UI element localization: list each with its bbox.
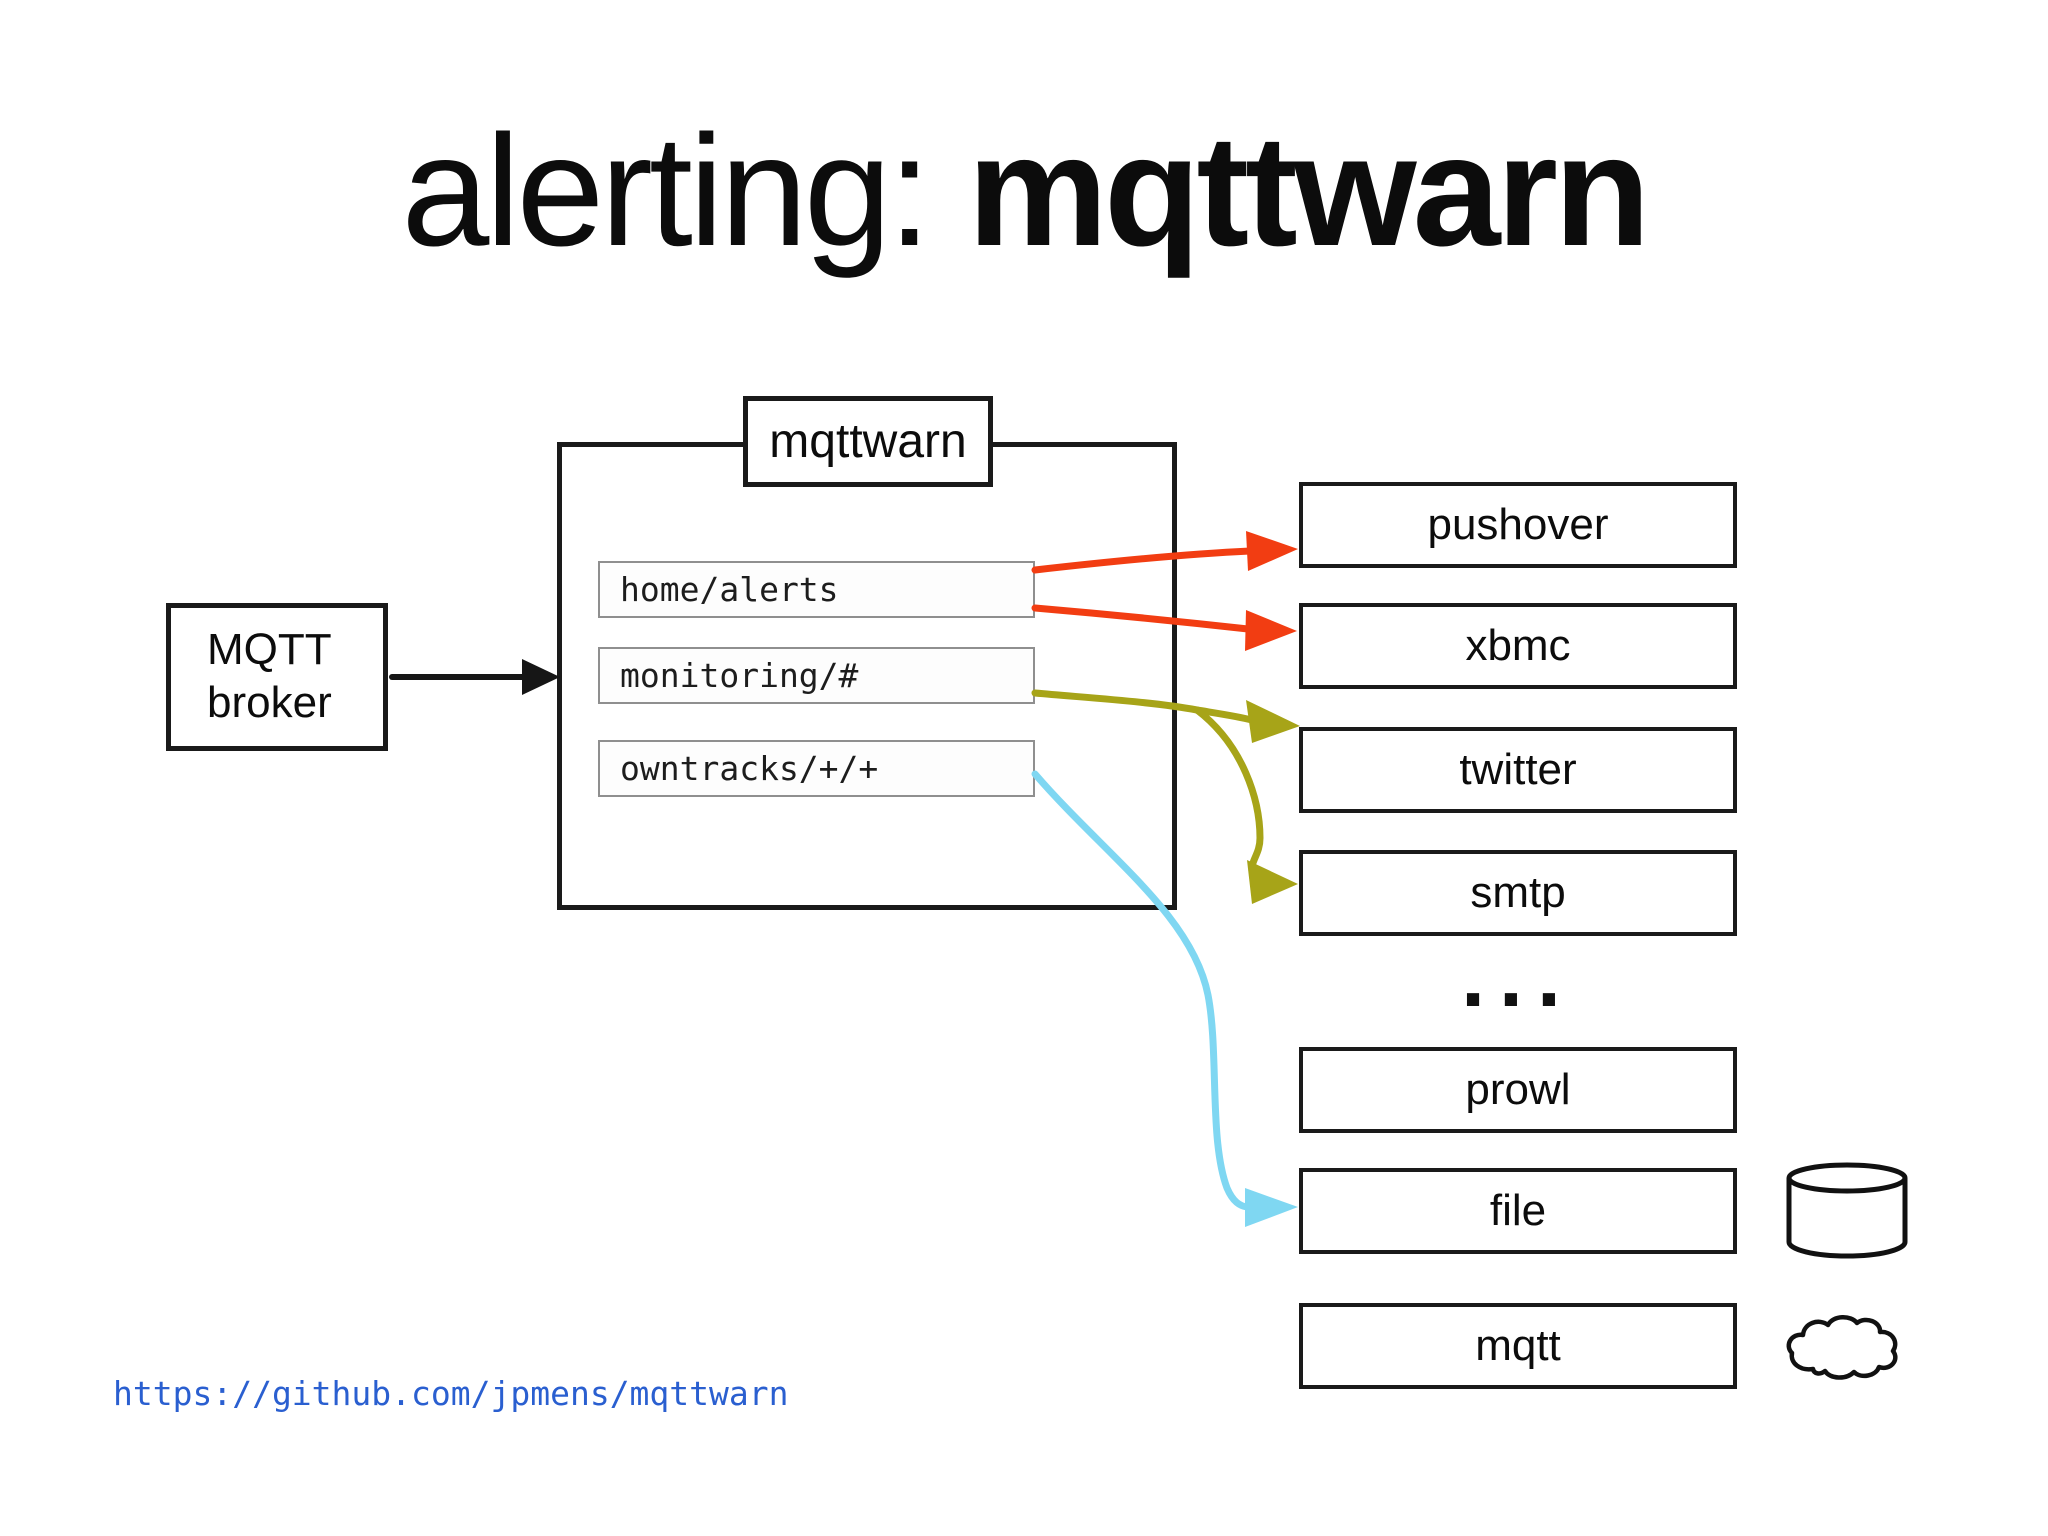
target-label: file bbox=[1489, 1186, 1547, 1235]
topic-label: owntracks/+/+ bbox=[620, 749, 879, 788]
topic-box-owntracks: owntracks/+/+ bbox=[598, 740, 1035, 797]
arrowhead-broker-to-mqttwarn bbox=[522, 659, 560, 695]
target-box-mqtt: mqtt bbox=[1299, 1303, 1737, 1389]
target-box-prowl: prowl bbox=[1299, 1047, 1737, 1133]
target-box-xbmc: xbmc bbox=[1299, 603, 1737, 689]
target-label: smtp bbox=[1470, 868, 1566, 917]
target-label: twitter bbox=[1459, 745, 1577, 794]
mqttwarn-label: mqttwarn bbox=[769, 415, 967, 468]
github-link[interactable]: https://github.com/jpmens/mqttwarn bbox=[113, 1374, 789, 1413]
title-regular: alerting: bbox=[401, 103, 968, 279]
arrowhead-home-alerts-to-xbmc bbox=[1245, 610, 1297, 651]
arrow-monitoring-to-twitter bbox=[1193, 706, 1256, 724]
mqtt-broker-label-line2: broker bbox=[207, 677, 332, 727]
arrowhead-owntracks-to-file bbox=[1245, 1188, 1298, 1227]
topic-box-home-alerts: home/alerts bbox=[598, 561, 1035, 618]
topic-label: monitoring/# bbox=[620, 656, 859, 695]
title-bold: mqttwarn bbox=[967, 103, 1651, 279]
target-label: prowl bbox=[1465, 1065, 1571, 1114]
arrowhead-monitoring-to-twitter bbox=[1246, 700, 1300, 743]
mqttwarn-label-box: mqttwarn bbox=[743, 396, 993, 487]
target-box-pushover: pushover bbox=[1299, 482, 1737, 568]
target-label: mqtt bbox=[1475, 1321, 1561, 1370]
mqtt-broker-box: MQTT broker bbox=[166, 603, 388, 751]
arrow-monitoring-to-smtp bbox=[1193, 706, 1264, 875]
target-label: pushover bbox=[1427, 500, 1609, 549]
page-title: alerting: mqttwarn bbox=[0, 112, 2048, 270]
more-targets-ellipsis: ... bbox=[1461, 929, 1575, 1025]
target-label: xbmc bbox=[1465, 621, 1571, 670]
cloud-icon bbox=[1786, 1315, 1898, 1380]
topic-box-monitoring: monitoring/# bbox=[598, 647, 1035, 704]
target-box-file: file bbox=[1299, 1168, 1737, 1254]
target-box-twitter: twitter bbox=[1299, 727, 1737, 813]
target-box-smtp: smtp bbox=[1299, 850, 1737, 936]
database-icon bbox=[1786, 1162, 1908, 1259]
arrowhead-monitoring-to-smtp bbox=[1247, 860, 1298, 904]
mqtt-broker-label-line1: MQTT bbox=[207, 625, 332, 674]
arrowhead-home-alerts-to-pushover bbox=[1246, 531, 1298, 571]
topic-label: home/alerts bbox=[620, 570, 839, 609]
